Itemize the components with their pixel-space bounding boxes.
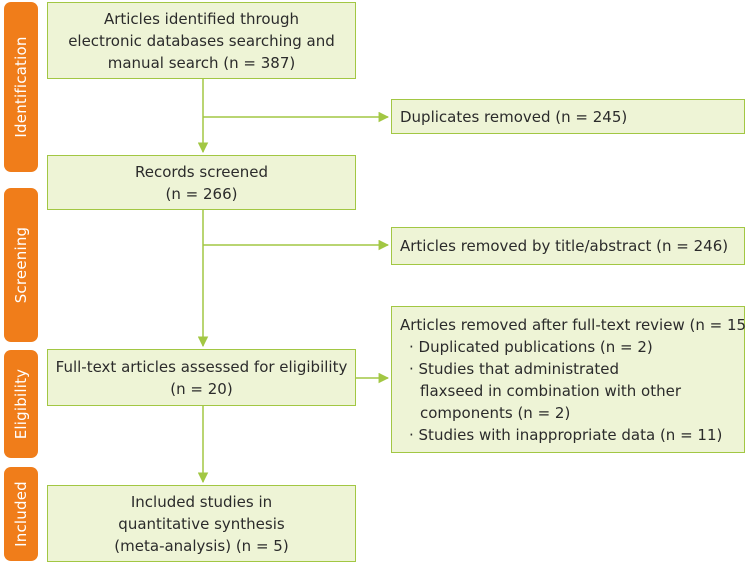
phase-screening: Screening	[4, 188, 38, 342]
fulltext-assessed-line-1: Full-text articles assessed for eligibil…	[55, 357, 348, 376]
identified-line-2: electronic databases searching and	[68, 31, 335, 50]
box-removed-title-abstract: Articles removed by title/abstract (n = …	[391, 227, 745, 265]
identified-line-1: Articles identified through	[103, 9, 300, 28]
box-included-studies: Included studies in quantitative synthes…	[47, 485, 356, 562]
phase-identification: Identification	[4, 2, 38, 172]
screened-line-1: Records screened	[134, 162, 269, 181]
box-records-identified: Articles identified through electronic d…	[47, 2, 356, 79]
included-line-3: (meta-analysis) (n = 5)	[114, 536, 289, 555]
phase-included: Included	[4, 467, 38, 561]
fulltext-removed-item-combination-3: components (n = 2)	[420, 403, 571, 422]
box-fulltext-assessed: Full-text articles assessed for eligibil…	[47, 349, 356, 406]
fulltext-removed-header: Articles removed after full-text review …	[400, 315, 747, 334]
duplicates-text: Duplicates removed (n = 245)	[400, 107, 628, 126]
screened-line-2: (n = 266)	[165, 184, 238, 203]
box-fulltext-removed: Articles removed after full-text review …	[391, 306, 747, 453]
fulltext-removed-item-combination-1: · Studies that administrated	[409, 359, 620, 378]
identified-line-3: manual search (n = 387)	[107, 53, 296, 72]
title-abstract-text: Articles removed by title/abstract (n = …	[400, 237, 729, 255]
fulltext-removed-item-duplicated: · Duplicated publications (n = 2)	[409, 337, 653, 356]
fulltext-assessed-line-2: (n = 20)	[170, 379, 233, 398]
included-line-1: Included studies in	[130, 492, 273, 511]
included-line-2: quantitative synthesis	[118, 514, 285, 533]
box-duplicates-removed: Duplicates removed (n = 245)	[391, 99, 745, 134]
fulltext-removed-item-combination-2: flaxseed in combination with other	[420, 381, 681, 400]
phase-eligibility: Eligibility	[4, 350, 38, 458]
fulltext-removed-item-inappropriate: · Studies with inappropriate data (n = 1…	[409, 425, 723, 444]
box-records-screened: Records screened (n = 266)	[47, 155, 356, 210]
